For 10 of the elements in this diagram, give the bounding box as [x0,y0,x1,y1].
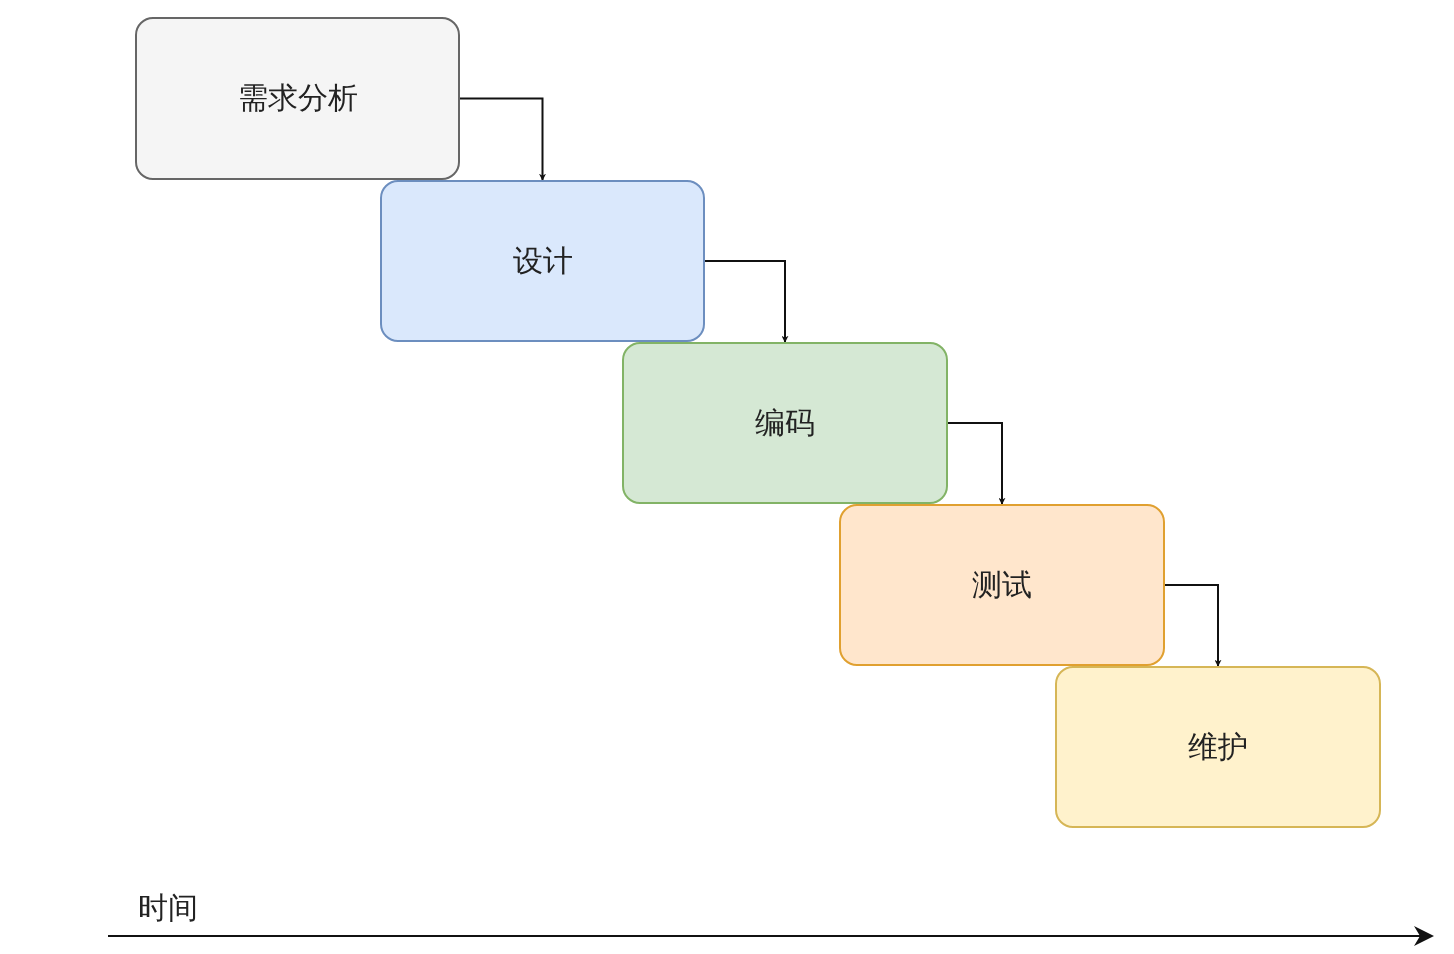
process-box: 测试 [839,504,1165,666]
process-box: 设计 [380,180,705,342]
process-box: 编码 [622,342,948,504]
arrow [947,422,1006,505]
process-box: 维护 [1055,666,1381,828]
axis-label: 时间 [138,889,198,927]
process-box: 需求分析 [135,17,460,180]
arrow [704,260,789,343]
arrow [459,97,546,181]
arrow [1164,584,1222,667]
